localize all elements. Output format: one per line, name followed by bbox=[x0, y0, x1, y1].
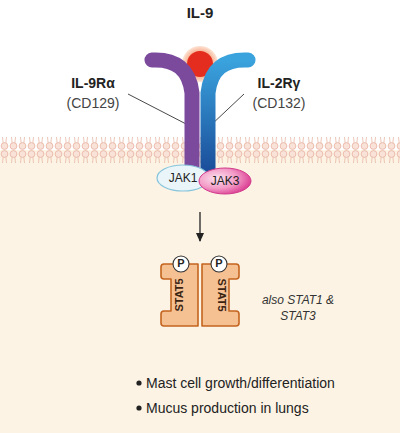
node-text: (CD129) bbox=[58, 95, 128, 112]
stat-monomer: STAT5P bbox=[201, 263, 240, 327]
kinase-ellipse: JAK3 bbox=[198, 167, 252, 195]
node-text: P bbox=[210, 257, 228, 270]
effect-text: Mast cell growth/differentiation bbox=[146, 374, 335, 392]
receptor-chain: IL-9Rα(CD129) bbox=[140, 48, 202, 178]
node-text: STAT5 bbox=[173, 278, 186, 311]
node-text: (CD132) bbox=[244, 95, 314, 112]
note-text: also STAT1 & STAT3 bbox=[250, 293, 346, 324]
receptor-chain-outline bbox=[198, 48, 260, 178]
receptor-chain: IL-2Rγ(CD132) bbox=[198, 48, 260, 178]
node-text: STAT5 bbox=[214, 278, 227, 311]
cytoplasm bbox=[0, 150, 400, 433]
cell-membrane bbox=[0, 137, 400, 167]
signal-arrow bbox=[199, 212, 200, 241]
phosphate-circle: P bbox=[210, 255, 228, 273]
node-text: JAK3 bbox=[198, 174, 252, 188]
node-text: IL-2Rγ bbox=[244, 75, 314, 92]
node-text: IL-9 bbox=[160, 4, 240, 22]
receptor-chain-outline bbox=[140, 48, 202, 178]
bullet bbox=[136, 380, 141, 385]
node-text: IL-9Rα bbox=[58, 75, 128, 92]
leader-line bbox=[128, 94, 190, 126]
phosphate-circle: P bbox=[172, 255, 190, 273]
effect-text: Mucus production in lungs bbox=[146, 399, 309, 417]
stat-monomer: STAT5P bbox=[160, 263, 199, 327]
node-text: P bbox=[172, 257, 190, 270]
bullet bbox=[136, 405, 141, 410]
